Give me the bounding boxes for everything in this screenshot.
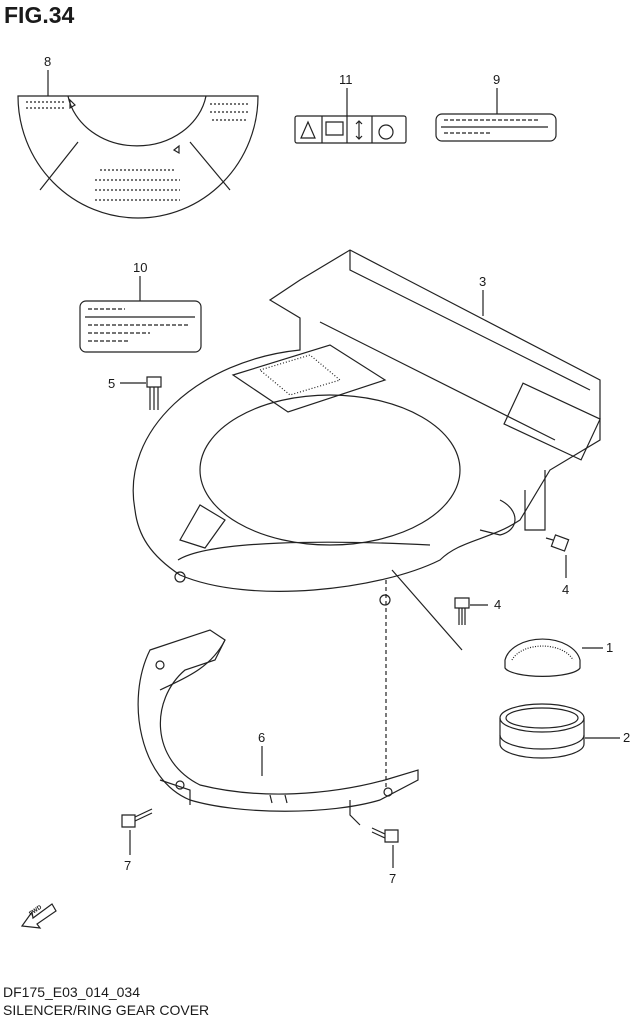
arrows-icon [356, 121, 362, 139]
part-10-label[interactable] [80, 301, 201, 352]
part-3-ring-gear-cover[interactable] [133, 250, 600, 605]
diagram-caption: SILENCER/RING GEAR COVER [3, 1002, 210, 1018]
callout-4a: 4 [562, 582, 570, 597]
callout-7a: 7 [124, 858, 132, 873]
callout-5: 5 [108, 376, 116, 391]
part-8-silencer-pad[interactable] [18, 96, 258, 218]
part-4-bolt-a[interactable] [546, 535, 569, 551]
callout-6: 6 [258, 730, 266, 745]
part-1-screen[interactable] [505, 639, 580, 676]
callout-7b: 7 [389, 871, 397, 886]
figure-title: FIG.34 [4, 2, 75, 28]
part-5-bolt[interactable] [147, 377, 161, 410]
diagram-code: DF175_E03_014_034 [3, 984, 141, 1000]
part-7-bolt-a[interactable] [122, 809, 152, 827]
callout-9: 9 [493, 72, 501, 87]
dial-icon [379, 125, 393, 139]
part-7-bolt-b[interactable] [372, 828, 398, 842]
part-11-warning-label[interactable] [295, 116, 406, 143]
callout-11: 11 [339, 72, 353, 87]
callout-4b: 4 [494, 597, 502, 612]
callout-2: 2 [623, 730, 631, 745]
part-4-bolt-b[interactable] [455, 598, 469, 625]
part-9-label[interactable] [436, 114, 556, 141]
callout-3: 3 [479, 274, 487, 289]
callout-10: 10 [133, 260, 148, 275]
callout-8: 8 [44, 54, 52, 69]
manual-icon [326, 122, 343, 135]
part-2-ring[interactable] [500, 704, 584, 758]
warning-icon [301, 122, 315, 138]
callout-1: 1 [606, 640, 614, 655]
part-6-bracket[interactable] [138, 630, 418, 825]
leader-lines [48, 70, 620, 868]
fwd-arrow-icon [22, 904, 56, 928]
